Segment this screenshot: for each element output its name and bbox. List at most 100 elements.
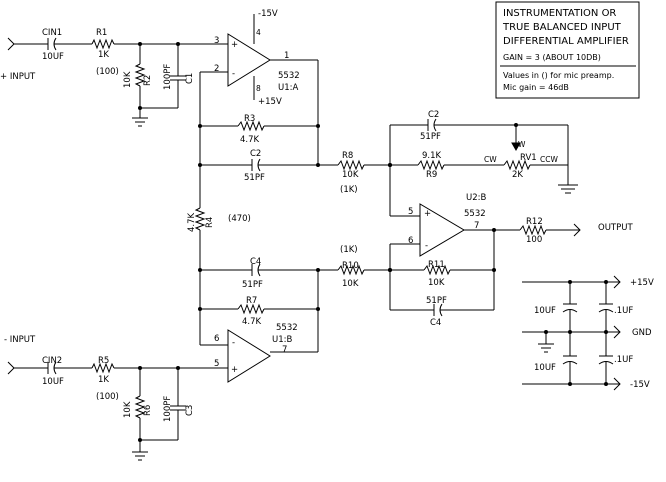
r4-mic-value: (470) (228, 214, 251, 224)
r9-ref: R9 (426, 170, 437, 180)
cin2-value: 10UF (42, 377, 64, 387)
u2b-pin7: 7 (474, 221, 479, 231)
output-label: OUTPUT (598, 223, 633, 233)
u1b-ref: U1:B (272, 335, 292, 345)
r8-ref: R8 (342, 151, 353, 161)
r7-value: 4.7K (242, 317, 262, 327)
u1b-minus-sign: - (232, 338, 235, 348)
r6-value: 10K (123, 401, 133, 418)
r2-ref: R2 (143, 75, 153, 86)
r2-value: 10K (123, 71, 133, 88)
c3-ref: C3 (185, 405, 195, 416)
r6-ref: R6 (143, 405, 153, 416)
note-text-2: Mic gain = 46dB (503, 83, 569, 92)
power-decoupling: 10UF .1UF 10UF .1UF +15V GND -15V (522, 275, 654, 391)
c3-value: 100PF (163, 396, 173, 422)
r12-value: 100 (526, 235, 542, 245)
c1-value: 100PF (163, 64, 173, 90)
u1a-part: 5532 (278, 71, 300, 81)
r8-mic-value: (1K) (340, 185, 358, 195)
title-line-3: DIFFERENTIAL AMPLIFIER (503, 36, 629, 47)
r1-value: 1K (98, 50, 109, 60)
plus-input-label: + INPUT (0, 72, 36, 82)
u1b-pin7: 7 (282, 345, 287, 355)
rv1-ref: RV1 (520, 153, 537, 163)
opamp-u1b: - + 6 5 7 5532 U1:B (200, 323, 318, 383)
opamp-u1a: + - 3 2 1 4 8 -15V +15V 5532 U1:A (200, 9, 318, 107)
c4a-value: 51PF (242, 280, 263, 290)
gain-resistor-r4: 4.7K R4 (470) (187, 207, 251, 345)
r3-value: 4.7K (240, 135, 260, 145)
r9-value: 9.1K (422, 151, 442, 161)
u1a-neg15-label: -15V (258, 9, 278, 19)
c2a-value: 51PF (244, 173, 265, 183)
u1b-pin6: 6 (214, 334, 219, 344)
title-line-2: TRUE BALANCED INPUT (502, 22, 622, 33)
u1a-plus-sign: + (231, 40, 238, 50)
r10-mic-value: (1K) (340, 245, 358, 255)
minus-input-stage: - INPUT CIN2 10UF R5 1K (100) 10K R6 100… (4, 335, 228, 461)
rv1-ccw-label: CCW (540, 155, 558, 164)
r4-ref: R4 (205, 217, 215, 228)
cin1-value: 10UF (42, 52, 64, 62)
title-line-1: INSTRUMENTATION OR (503, 8, 616, 19)
r1-ref: R1 (96, 28, 107, 38)
u2b-feedback: R11 10K 51PF C4 (388, 230, 496, 328)
u1a-pin8: 8 (256, 84, 261, 93)
u1a-pin1: 1 (284, 51, 289, 61)
u1a-feedback: R3 4.7K C2 51PF (198, 60, 320, 208)
r11-ref: R11 (428, 260, 445, 270)
u1a-ref: U1:A (278, 83, 298, 93)
r10-value: 10K (342, 279, 359, 289)
rv1-value: 2K (512, 170, 523, 180)
u2b-plus-sign: + (424, 209, 431, 219)
difference-stage-inputs: R8 10K (1K) R10 10K (1K) (318, 151, 392, 289)
output-stage: R12 100 OUTPUT (519, 217, 633, 245)
u2b-pin6: 6 (408, 236, 413, 246)
u2b-pin5: 5 (408, 207, 413, 217)
pos15-rail-label: +15V (630, 278, 654, 288)
c4b-value: 51PF (426, 296, 447, 306)
c2a-ref: C2 (250, 149, 261, 159)
gnd-rail-label: GND (632, 328, 652, 338)
r7-ref: R7 (246, 296, 257, 306)
title-block: INSTRUMENTATION OR TRUE BALANCED INPUT D… (495, 1, 640, 99)
u1a-minus-sign: - (232, 69, 235, 79)
r1-mic-value: (100) (96, 67, 119, 77)
plus-input-stage: + INPUT CIN1 10UF R1 1K (100) 10K R2 100… (0, 28, 228, 127)
decoupling-cap-1-value: 10UF (534, 306, 556, 316)
decoupling-cap-4-value: .1UF (614, 355, 633, 365)
r5-ref: R5 (98, 356, 109, 366)
c1-ref: C1 (185, 73, 195, 84)
opamp-u2b: + - 5 6 7 U2:B 5532 (389, 125, 520, 310)
c2b-value: 51PF (420, 132, 441, 142)
c4a-ref: C4 (250, 257, 261, 267)
u1a-pin4: 4 (256, 28, 261, 37)
u1b-feedback: C4 51PF R7 4.7K (198, 257, 320, 352)
decoupling-cap-3-value: 10UF (534, 363, 556, 373)
rv1-wiper-label: W (518, 140, 526, 149)
decoupling-cap-2-value: .1UF (614, 306, 633, 316)
reference-network: C2 51PF 9.1K R9 W RV1 CW CCW 2K (388, 110, 578, 194)
r5-mic-value: (100) (96, 392, 119, 402)
u2b-ref: U2:B (466, 193, 486, 203)
minus-input-label: - INPUT (4, 335, 36, 345)
u1b-part: 5532 (276, 323, 298, 333)
c2b-ref: C2 (428, 110, 439, 120)
neg15-rail-label: -15V (630, 380, 650, 390)
r11-value: 10K (428, 278, 445, 288)
r10-ref: R10 (342, 261, 359, 271)
r3-ref: R3 (244, 114, 255, 124)
c4b-ref: C4 (430, 318, 441, 328)
u1b-plus-sign: + (231, 365, 238, 375)
note-text-1: Values in () for mic preamp. (503, 71, 614, 80)
r5-value: 1K (98, 375, 109, 385)
u1a-pos15-label: +15V (258, 97, 282, 107)
r8-value: 10K (342, 170, 359, 180)
gain-text: GAIN = 3 (ABOUT 10DB) (503, 53, 601, 62)
u1b-pin5: 5 (214, 359, 219, 369)
cin2-ref: CIN2 (42, 356, 62, 366)
r12-ref: R12 (526, 217, 543, 227)
cin1-ref: CIN1 (42, 28, 62, 38)
